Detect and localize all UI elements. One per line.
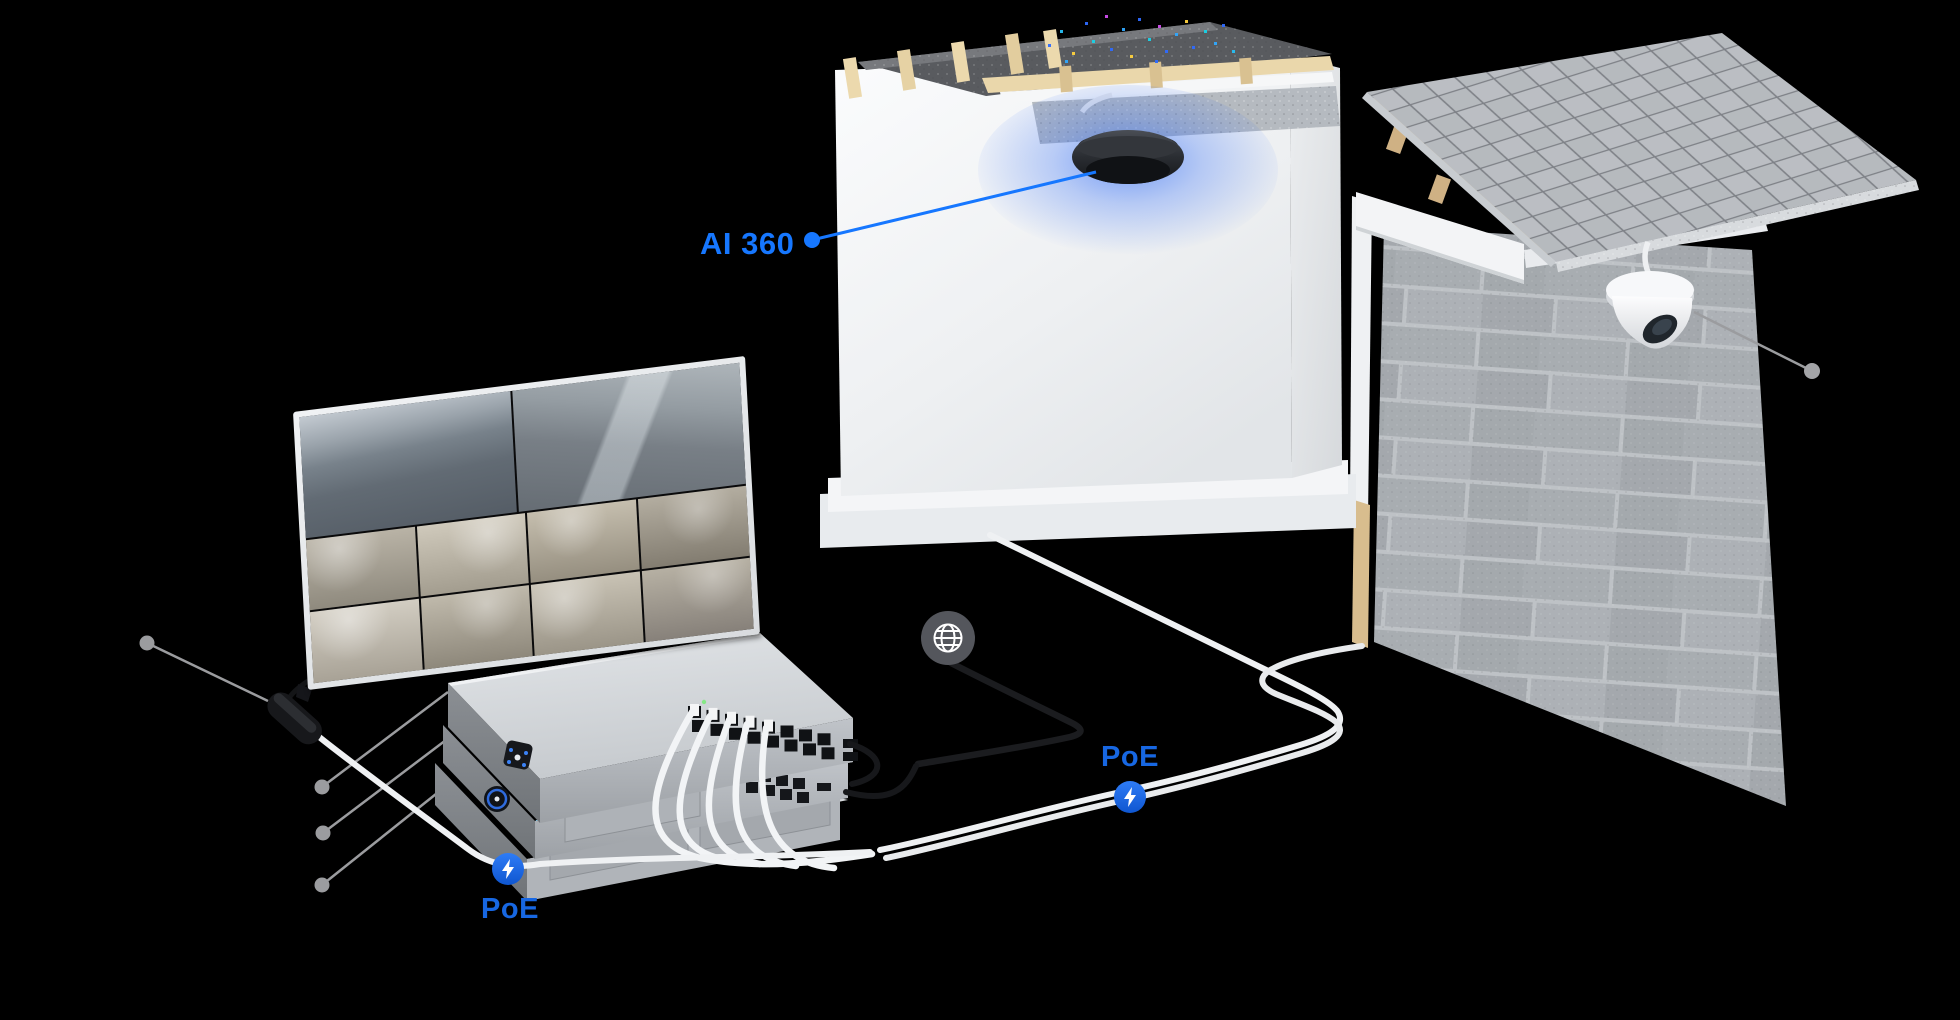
camera-feed-tile [530,571,644,656]
camera-feed-tile [420,585,533,670]
poe-cable-outdoor [883,643,1365,861]
corner-board [1350,196,1372,520]
security-monitor [293,355,761,690]
callout-endpoint-dot [1804,363,1820,379]
indoor-building-cutaway [804,15,1356,548]
ai360-callout-dot [804,232,820,248]
injector-cable [315,733,873,869]
internet-globe-icon [921,611,975,665]
fascia [1356,192,1524,284]
dac-cable-2 [843,763,919,800]
shingle-roof [1362,33,1919,272]
switch-logo-display [503,740,533,770]
camera-cable [1642,240,1651,274]
camera-feed-tile [526,498,640,584]
ai360-label: AI 360 [700,226,795,261]
side-wall [1290,55,1342,478]
wood-studs [842,29,1062,99]
callout-line [1693,310,1813,373]
poe-label-camera: PoE [1101,741,1159,773]
ai-sparkle-effect [1048,15,1235,63]
poe-badge-camera [1114,781,1146,813]
camera-feed-tile [416,512,529,597]
poe-label-switch: PoE [481,893,539,925]
port-led [701,699,707,705]
outdoor-dome-camera [1606,240,1694,349]
camera-feed-tile [299,391,518,538]
outdoor-building [1350,33,1919,806]
dac-cable [847,741,881,787]
camera-feed-tile [305,526,419,611]
camera-feed-tile [637,485,750,570]
poe-switch-unit [448,633,858,823]
internet-cable [914,659,1084,768]
poe-cable-indoor [877,532,1343,853]
camera-feed-tile [309,599,423,684]
ai360-callout-line [811,170,1097,242]
left-callout-lines [146,641,451,886]
camera-feed-grid [299,362,754,684]
cables [285,532,1365,872]
poe-badge-switch [492,853,524,885]
camera-feed-tile [641,557,754,643]
switch-ports [688,706,858,761]
poe-injector [267,692,322,745]
poe-lightning-bolt-icon [502,859,514,879]
poe-lightning-bolt-icon [1124,787,1136,807]
left-callout-dots [139,635,331,893]
ai360-ceiling-camera [1072,130,1184,184]
wood-plank [1352,500,1370,648]
